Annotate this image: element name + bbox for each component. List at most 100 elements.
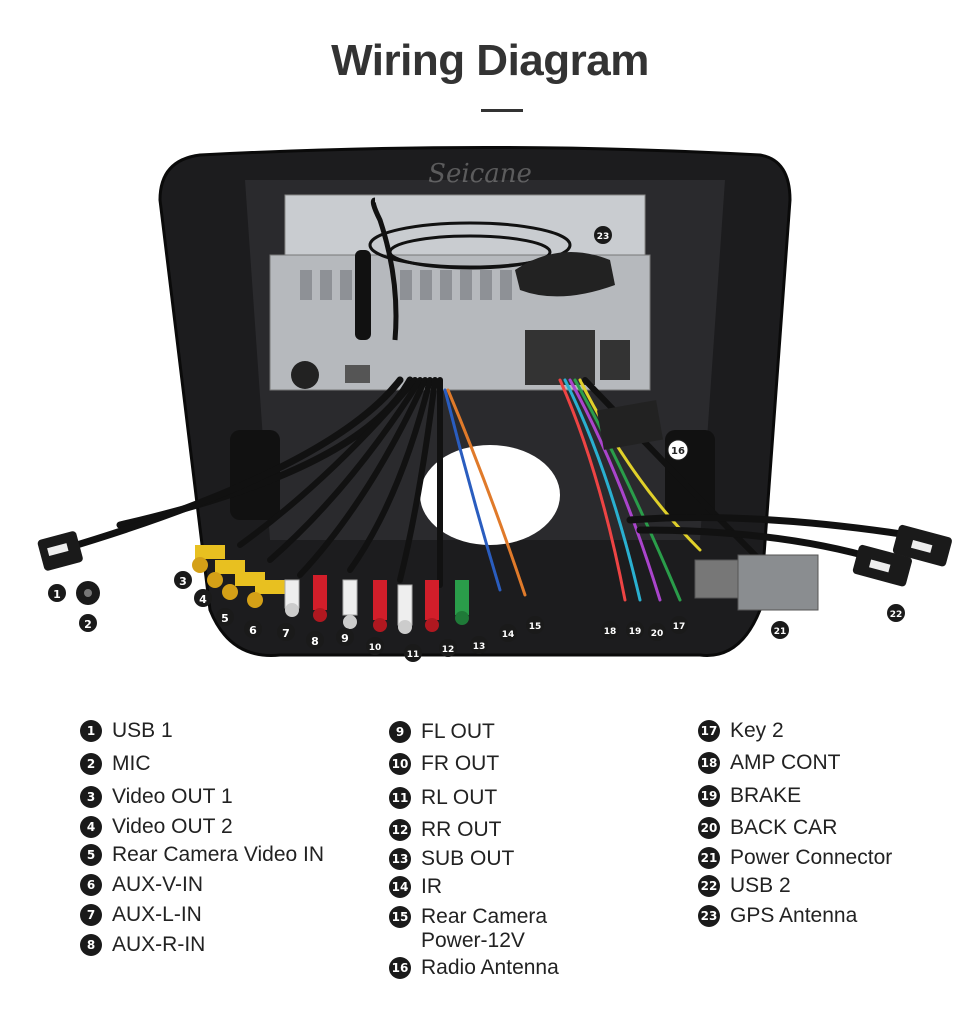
legend-badge: 20	[698, 817, 720, 839]
wiring-diagram-illustration: Seicane	[37, 146, 952, 662]
legend-item-16: 16 Radio Antenna	[389, 956, 559, 980]
callout-12: 12	[439, 639, 457, 657]
svg-text:2: 2	[84, 618, 92, 631]
legend-badge: 15	[389, 906, 411, 928]
title-underline	[481, 109, 523, 112]
legend-item-12: 12 RR OUT	[389, 818, 502, 842]
legend-item-6: 6 AUX-V-IN	[80, 873, 203, 897]
usb-2-jacks	[852, 524, 952, 587]
svg-text:4: 4	[199, 593, 207, 606]
callout-1: 1	[48, 584, 66, 602]
legend-badge: 5	[80, 844, 102, 866]
callout-8: 8	[306, 631, 324, 649]
legend-badge: 3	[80, 786, 102, 808]
svg-text:18: 18	[604, 627, 617, 637]
legend-badge: 19	[698, 785, 720, 807]
legend-badge: 1	[80, 720, 102, 742]
callout-2: 2	[79, 614, 97, 632]
legend-badge: 14	[389, 876, 411, 898]
legend-label: SUB OUT	[421, 847, 515, 870]
legend-label: RR OUT	[421, 818, 502, 841]
legend-label: Video OUT 1	[112, 785, 233, 808]
svg-text:3: 3	[179, 575, 187, 588]
legend-item-14: 14 IR	[389, 875, 442, 899]
legend-badge: 2	[80, 753, 102, 775]
callout-23: 23	[594, 226, 612, 244]
callout-13: 13	[470, 636, 488, 654]
legend-item-7: 7 AUX-L-IN	[80, 903, 202, 927]
legend-badge: 4	[80, 816, 102, 838]
legend-item-18: 18 AMP CONT	[698, 751, 840, 775]
callout-15: 15	[526, 616, 544, 634]
mic-jack	[76, 581, 100, 605]
svg-text:14: 14	[502, 630, 515, 640]
svg-text:15: 15	[529, 622, 542, 632]
callout-14: 14	[499, 624, 517, 642]
svg-text:8: 8	[311, 635, 319, 648]
legend-badge: 7	[80, 904, 102, 926]
legend-badge: 22	[698, 875, 720, 897]
legend-item-3: 3 Video OUT 1	[80, 785, 233, 809]
svg-text:21: 21	[774, 627, 787, 637]
callout-labels: 1 2 3 4 5 6 7 8 9 10 11 12 13 14 15 16 1…	[48, 226, 905, 662]
legend-label: USB 1	[112, 719, 173, 742]
legend-label: FR OUT	[421, 752, 500, 775]
svg-text:5: 5	[221, 612, 229, 625]
legend-label: AUX-L-IN	[112, 903, 202, 926]
legend-badge: 10	[389, 753, 411, 775]
svg-text:22: 22	[890, 610, 903, 620]
callout-19: 19	[626, 621, 644, 639]
legend-badge: 12	[389, 819, 411, 841]
legend-label: Radio Antenna	[421, 956, 559, 979]
svg-text:16: 16	[671, 446, 685, 457]
legend-badge: 13	[389, 848, 411, 870]
legend-item-2: 2 MIC	[80, 752, 151, 776]
svg-text:11: 11	[407, 650, 420, 660]
legend-badge: 6	[80, 874, 102, 896]
callout-7: 7	[277, 623, 295, 641]
legend-badge: 16	[389, 957, 411, 979]
watermark: Seicane	[428, 159, 532, 189]
legend-label: USB 2	[730, 874, 791, 897]
legend-item-21: 21 Power Connector	[698, 846, 892, 870]
svg-text:19: 19	[629, 627, 642, 637]
page-title: Wiring Diagram	[331, 36, 649, 85]
callout-11: 11	[404, 644, 422, 662]
svg-text:12: 12	[442, 645, 455, 655]
callout-21: 21	[771, 621, 789, 639]
legend-label: BRAKE	[730, 784, 802, 807]
legend-item-1: 1 USB 1	[80, 719, 173, 743]
legend-label: IR	[421, 875, 442, 898]
legend-label: AUX-V-IN	[112, 873, 204, 896]
legend-item-10: 10 FR OUT	[389, 752, 499, 776]
callout-3: 3	[174, 571, 192, 589]
svg-text:20: 20	[651, 629, 664, 639]
svg-text:13: 13	[473, 642, 486, 652]
gps-antenna-device	[368, 221, 615, 297]
legend-label: Key 2	[730, 719, 784, 742]
radio-antenna	[355, 197, 399, 341]
power-connector	[694, 554, 819, 611]
callout-4: 4	[194, 589, 212, 607]
legend-label: Power Connector	[730, 846, 893, 869]
legend-badge: 8	[80, 934, 102, 956]
legend-badge: 23	[698, 905, 720, 927]
callout-18: 18	[601, 621, 619, 639]
legend-item-23: 23 GPS Antenna	[698, 904, 857, 928]
legend-label: GPS Antenna	[730, 904, 858, 927]
callout-5: 5	[216, 608, 234, 626]
callout-22: 22	[887, 604, 905, 622]
legend-item-8: 8 AUX-R-IN	[80, 933, 205, 957]
usb-1-jack	[37, 531, 83, 571]
legend-badge: 11	[389, 787, 411, 809]
legend-item-13: 13 SUB OUT	[389, 847, 514, 871]
svg-text:9: 9	[341, 632, 349, 645]
legend-item-17: 17 Key 2	[698, 719, 784, 743]
legend-item-11: 11 RL OUT	[389, 786, 497, 810]
legend-label: Rear Camera Power-12V	[421, 905, 548, 952]
callout-17: 17	[670, 616, 688, 634]
legend-item-22: 22 USB 2	[698, 874, 791, 898]
legend-item-4: 4 Video OUT 2	[80, 815, 233, 839]
legend-label: MIC	[112, 752, 151, 775]
svg-text:6: 6	[249, 624, 257, 637]
